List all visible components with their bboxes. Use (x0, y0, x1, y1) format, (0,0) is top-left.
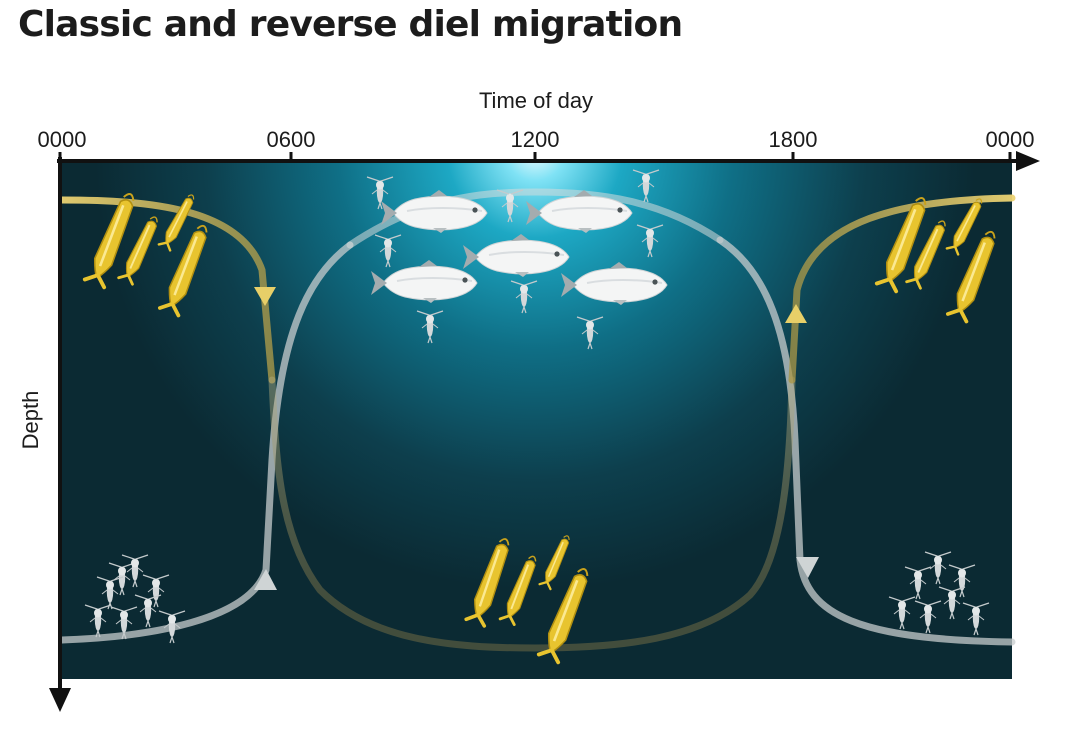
large-zooplankton-migration-path (58, 194, 1016, 652)
x-axis-title: Time of day (479, 88, 593, 113)
grey-arrowhead-up-left (254, 569, 277, 590)
x-tick-label: 0000 (986, 127, 1035, 152)
yellow-arrowhead-up-right (785, 304, 807, 323)
x-tick-label: 1800 (769, 127, 818, 152)
x-tick-label: 1200 (511, 127, 560, 152)
grey-arrowhead-down-right (796, 557, 819, 578)
x-axis-arrowhead (1016, 151, 1040, 171)
y-axis-title: Depth (18, 391, 43, 450)
x-tick-label: 0600 (267, 127, 316, 152)
yellow-arrowhead-down-left (254, 287, 276, 306)
x-axis: Time of day 0000 0600 1200 1800 0000 (38, 88, 1040, 171)
diagram-title: Classic and reverse diel migration (18, 4, 683, 45)
y-axis-arrowhead (49, 688, 71, 712)
x-tick-label: 0000 (38, 127, 87, 152)
y-axis: Depth (18, 157, 71, 712)
